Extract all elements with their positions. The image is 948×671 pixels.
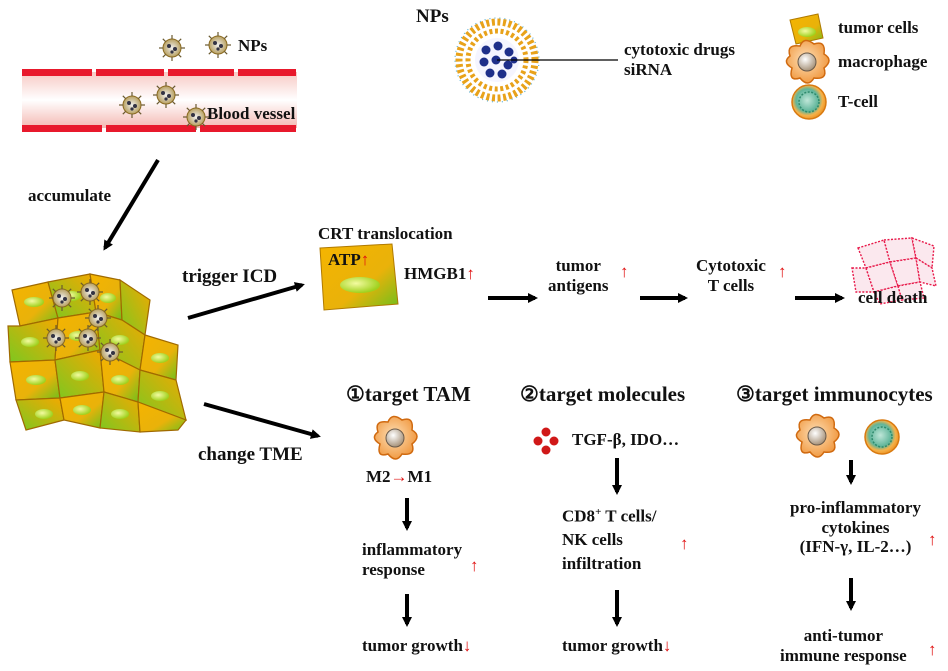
nanoparticle-liposome-icon: [454, 17, 618, 103]
inflammatory-up-arrow: ↑: [470, 556, 479, 575]
icd-tumor-cell-icon: [319, 243, 399, 311]
infiltration-up-arrow: ↑: [680, 534, 689, 553]
immune-response-up-arrow: ↑: [928, 640, 937, 659]
molecules-tumor-growth-label: tumor growth↓: [562, 636, 672, 655]
cd8-label: CD8+ T cells/: [562, 506, 657, 526]
legend-tumor-cells-label: tumor cells: [838, 18, 919, 37]
branch-target-molecules-title: ②target molecules: [520, 382, 686, 406]
cytokines-up-arrow: ↑: [928, 530, 937, 549]
molecules-growth-down-arrow: ↓: [662, 636, 672, 655]
flow-arrows: [103, 158, 856, 627]
blood-vessel-label: Blood vessel: [207, 104, 296, 123]
immunocyte-macrophage-icon: [795, 413, 840, 458]
molecules-dots-icon: [533, 427, 559, 455]
legend-drug-label: cytotoxic drugs: [624, 40, 735, 59]
change-tme-label: change TME: [198, 444, 303, 465]
legend-tumor-cell-icon: [789, 13, 824, 45]
trigger-icd-label: trigger ICD: [182, 266, 278, 287]
legend-t-cell-label: T-cell: [838, 92, 878, 111]
cell-death-cluster-icon: [851, 236, 937, 305]
crt-translocation-label: CRT translocation: [318, 224, 453, 243]
cell-death-label: cell death: [858, 288, 928, 307]
tumor-mass: [7, 273, 187, 433]
blood-vessel: [22, 31, 297, 132]
vessel-nps-label: NPs: [238, 36, 268, 55]
molecules-label: TGF-β, IDO…: [572, 430, 680, 449]
atp-label: ATP↑: [328, 250, 370, 269]
m2-to-m1-label: M2→M1: [366, 467, 433, 486]
immunocyte-t-cell-icon: [864, 419, 900, 455]
branch-target-tam-title: ①target TAM: [346, 382, 471, 406]
hmgb1-up-arrow: ↑: [466, 264, 475, 283]
legend-t-cell-icon: [791, 84, 827, 120]
legend-nps-label: NPs: [416, 6, 449, 27]
tumor-antigens-up-arrow: ↑: [620, 262, 629, 281]
legend-macrophage-icon: [785, 39, 830, 84]
cytotoxic-t-cells-up-arrow: ↑: [778, 262, 787, 281]
branch-target-immunocytes-title: ③target immunocytes: [736, 382, 933, 406]
atp-up-arrow: ↑: [360, 250, 370, 269]
legend-sirna-label: siRNA: [624, 60, 673, 79]
nk-cells-label: NK cells: [562, 530, 623, 549]
legend-macrophage-label: macrophage: [838, 52, 928, 71]
infiltration-label: infiltration: [562, 554, 642, 573]
tam-growth-down-arrow: ↓: [462, 636, 472, 655]
hmgb1-label: HMGB1↑: [404, 264, 475, 283]
accumulate-label: accumulate: [28, 186, 112, 205]
m2-m1-red-arrow: →: [390, 467, 408, 486]
tam-tumor-growth-label: tumor growth↓: [362, 636, 472, 655]
tam-macrophage-icon: [373, 415, 418, 460]
